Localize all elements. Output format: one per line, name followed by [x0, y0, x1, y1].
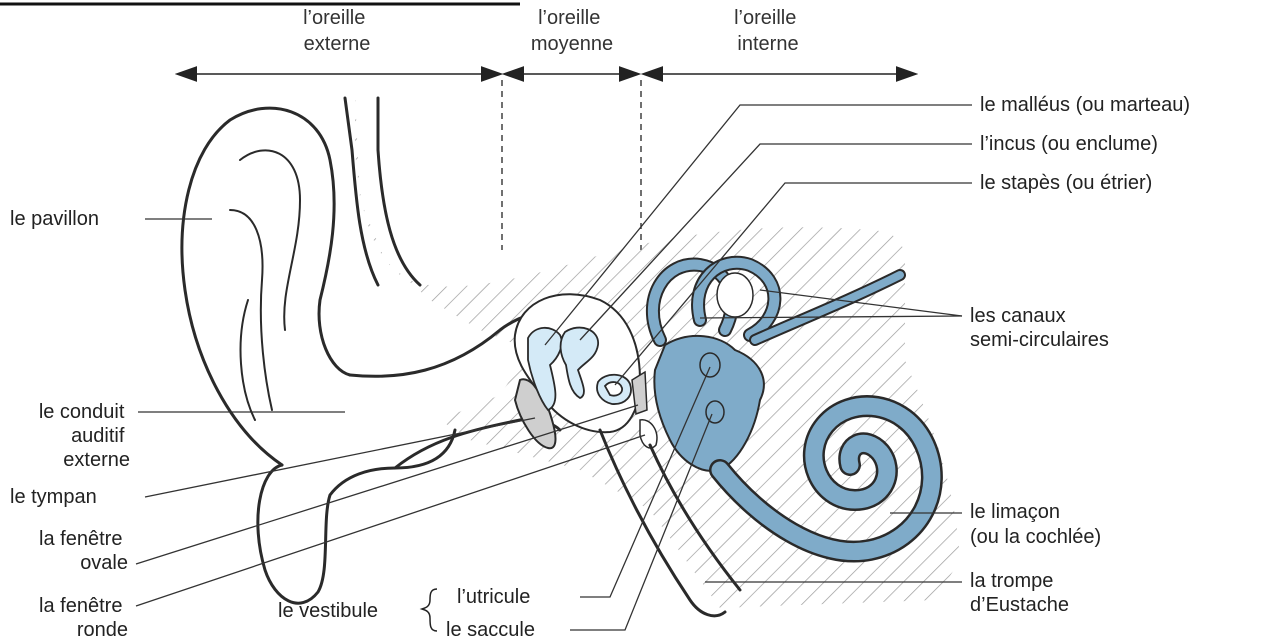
section-external-label: l’oreille externe: [303, 7, 371, 55]
label-incus: l’incus (ou enclume): [980, 133, 1158, 155]
saccule: [706, 401, 724, 423]
section-middle-label: l’oreille moyenne: [531, 7, 613, 55]
label-tympan: le tympan: [10, 486, 97, 508]
leader-fenetre-ovale: [136, 405, 638, 564]
antihelix-fold: [230, 210, 272, 410]
bone-edge-right: [378, 98, 420, 285]
label-utricule: l’utricule: [457, 586, 530, 608]
vestibule-brace: [422, 589, 437, 631]
label-fenetre-ovale: la fenêtre ovale: [39, 528, 128, 574]
label-conduit: le conduit auditif externe: [39, 401, 130, 471]
concha-fold: [241, 300, 255, 420]
helix-inner-fold: [240, 150, 300, 330]
label-vestibule: le vestibule: [278, 600, 378, 622]
temporal-bone: [355, 95, 960, 608]
utricle: [700, 353, 720, 377]
label-malleus: le malléus (ou marteau): [980, 94, 1190, 116]
label-limacon: le limaçon (ou la cochlée): [970, 501, 1101, 548]
label-pavillon: le pavillon: [10, 208, 99, 230]
label-trompe: la trompe d’Eustache: [970, 570, 1069, 616]
section-inner-label: l’oreille interne: [734, 7, 802, 55]
leader-fenetre-ronde: [136, 435, 645, 606]
label-canaux: les canaux semi-circulaires: [970, 305, 1109, 351]
label-fenetre-ronde: la fenêtre ronde: [39, 595, 128, 639]
label-saccule: le saccule: [446, 619, 535, 639]
bone-edge-left: [345, 98, 378, 285]
label-stapes: le stapès (ou étrier): [980, 172, 1152, 194]
